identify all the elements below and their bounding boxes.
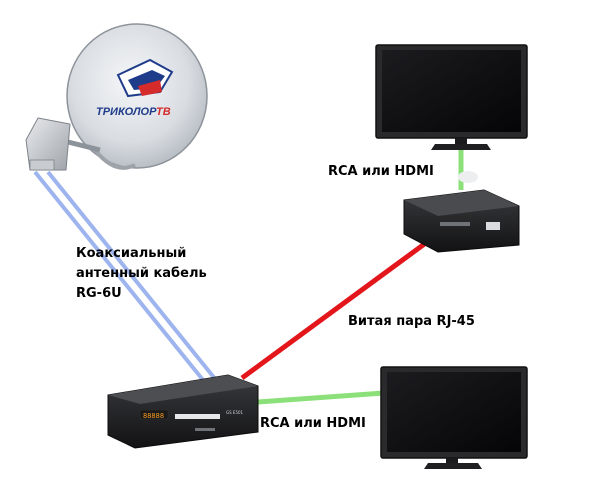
coax-line-1 [33,170,205,382]
coax-label-line1: Коаксиальный [76,246,187,261]
twisted-pair-label: Витая пара RJ-45 [348,314,475,329]
coax-cable [33,170,218,382]
rca-hdmi-top-label: RCA или HDMI [328,164,434,179]
tv-bottom-icon [380,366,528,469]
tricolor-logo-icon [116,58,174,98]
main-receiver-icon: 88888 GS E501 [107,374,259,449]
coax-label-line3: RG-6U [76,286,122,301]
secondary-receiver-icon [403,171,520,253]
satellite-dish-icon: ТРИКОЛОРТВ [25,23,208,171]
rca-hdmi-bottom-label: RCA или HDMI [260,416,366,431]
coax-label-line2: антенный кабель [76,266,207,281]
rj45-cable [240,231,440,381]
dish-brand-text: ТРИКОЛОРТВ [96,106,171,118]
receiver-model: GS E501 [226,410,244,415]
video-cable-bottom [257,390,385,405]
coax-line-2 [46,170,218,382]
receiver-display: 88888 [143,412,164,420]
coax-cable-label: Коаксиальный антенный кабель RG-6U [76,244,207,304]
tv-top-icon [375,44,528,150]
